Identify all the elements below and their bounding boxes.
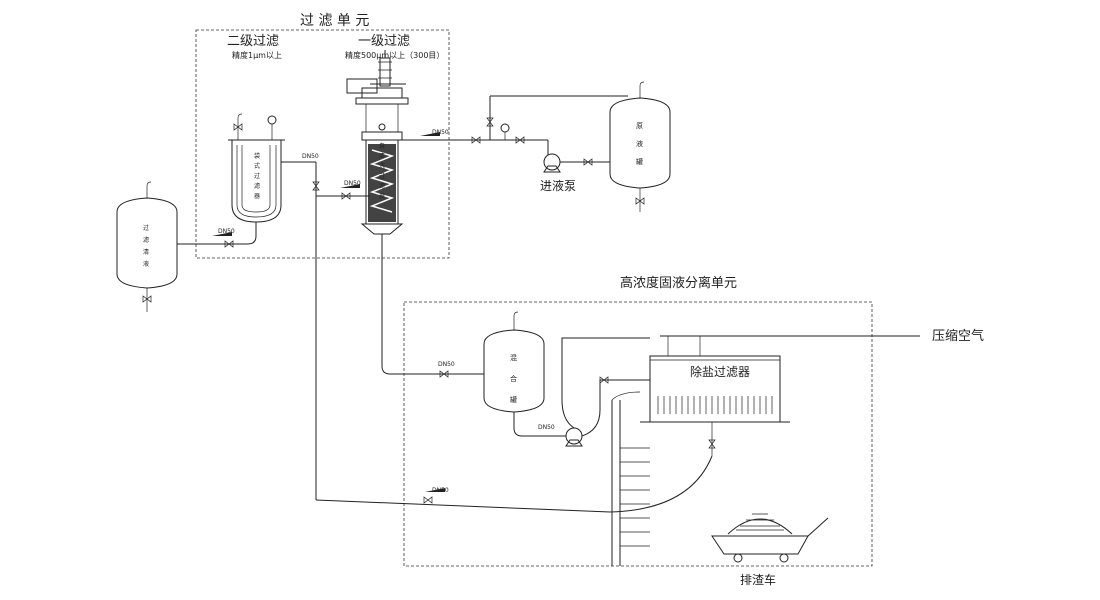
raw-tank-label-2: 液 [636,139,643,148]
discharge-chute [611,391,650,566]
feed-pump-label: 进液泵 [540,178,576,193]
slag-cart: 排渣车 [711,513,829,587]
dn50-label-1: DN50 [218,228,235,235]
desalt-filter-label: 除盐过滤器 [690,364,750,379]
filtrate-tank-label-2: 滤 [143,236,149,244]
self-clean-filter: 自 清 洗 过 滤 器 [346,50,409,258]
dn50-label-7: DN50 [432,487,449,494]
slurry-pump [561,337,650,447]
filtrate-tank-label-4: 液 [143,260,149,268]
bag-filter-label-2: 式 [254,162,260,170]
mix-tank-label-3: 罐 [510,395,517,404]
solid-liquid-unit-boundary [403,301,873,567]
mix-tank-label-1: 混 [510,353,517,362]
mix-tank-label-2: 合 [510,374,517,383]
secondary-filter-title: 二级过滤 [227,34,279,49]
primary-filter-title: 一级过滤 [358,34,410,49]
filtrate-tank-label-3: 清 [143,248,149,256]
self-clean-label-4: 过 [379,172,385,180]
secondary-filter-spec: 精度1μm以上 [232,50,282,60]
bag-filter: 袋 式 过 滤 器 [228,113,285,223]
bag-filter-label-5: 器 [254,193,260,200]
bag-filter-label-1: 袋 [254,152,260,160]
raw-tank-label-1: 原 [636,122,643,130]
self-clean-label-6: 器 [379,193,385,200]
dn50-label-5: DN50 [438,361,455,368]
filtrate-tank: 过 滤 清 液 [116,181,178,312]
dn50-label-6: DN50 [538,424,555,431]
feed-pump: 进液泵 [540,153,610,193]
filter-unit-boundary [195,29,450,259]
filtrate-tank-label-1: 过 [143,224,149,232]
solid-liquid-unit-title: 高浓度固液分离单元 [620,275,737,291]
filter-unit-title: 过 滤 单 元 [300,13,369,29]
self-clean-label-5: 滤 [379,182,385,190]
dn50-label-4: DN50 [432,129,449,136]
mix-tank: 混 合 罐 [483,311,545,413]
bag-filter-label-4: 滤 [254,182,260,190]
dn50-label-3: DN50 [344,180,361,187]
self-clean-label-2: 清 [379,152,385,160]
desalt-filter: 除盐过滤器 [609,355,790,513]
compressed-air-label: 压缩空气 [932,328,984,344]
self-clean-label-3: 洗 [379,162,385,170]
raw-tank-label-3: 罐 [636,157,643,166]
dn50-label-2: DN50 [302,153,319,160]
primary-filter-spec: 精度500μm以上（300目） [345,50,444,60]
self-clean-label-1: 自 [379,142,385,150]
slag-cart-label: 排渣车 [740,572,776,587]
raw-liquid-tank: 原 液 罐 [609,81,671,212]
bag-filter-label-3: 过 [254,172,260,180]
